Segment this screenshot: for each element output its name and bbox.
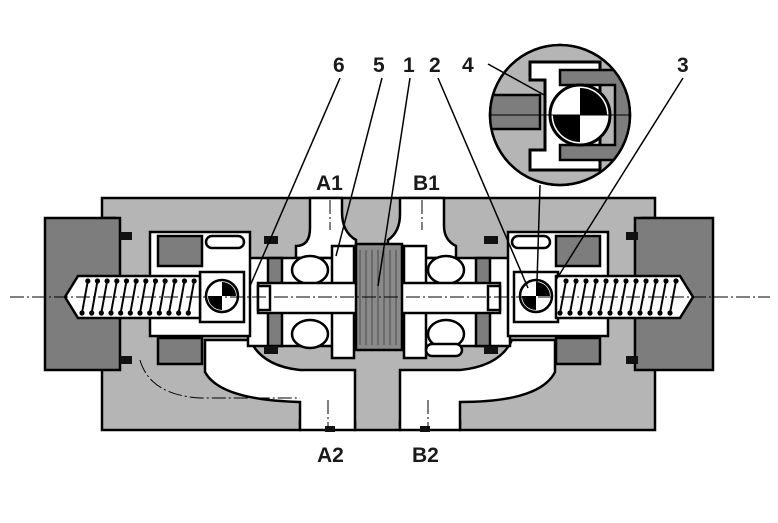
spring-coil-top: [143, 278, 149, 284]
groove-upper-left: [290, 254, 330, 286]
label-2: 2: [429, 54, 441, 77]
spring-coil-bottom: [667, 310, 673, 316]
spring-coil-top: [623, 278, 629, 284]
label-1: 1: [403, 54, 415, 77]
label-port-a2: A2: [317, 444, 344, 467]
spring-coil: [599, 280, 607, 314]
spring-coil-top: [94, 278, 101, 284]
spring-coil-top: [583, 278, 589, 284]
left-ball-shade: [222, 282, 236, 296]
spring-coil: [659, 280, 667, 314]
label-port-b1: B1: [413, 172, 440, 195]
spring-coil-bottom: [647, 310, 653, 316]
left-ball-shade2: [208, 296, 222, 310]
spring-coil-top: [191, 278, 197, 284]
label-5: 5: [373, 54, 385, 77]
label-port-b2: B2: [412, 444, 439, 467]
spring-coil-top: [152, 278, 159, 284]
label-6: 6: [333, 54, 345, 77]
spring-coil-bottom: [587, 310, 593, 316]
right-ball-shade2: [522, 296, 536, 310]
spring-coil-top: [573, 278, 579, 284]
spring-coil-bottom: [89, 310, 95, 316]
spring-coil-top: [593, 278, 599, 284]
leader-lines: [249, 63, 684, 289]
spring-coil: [158, 280, 167, 314]
spring-coil-top: [613, 278, 619, 284]
spring-coil-bottom: [617, 310, 623, 316]
spring-coil-bottom: [156, 310, 162, 316]
spring-coil-top: [172, 278, 178, 284]
right-seat-block-lower: [554, 336, 602, 366]
left-seat-block: [156, 234, 204, 268]
spring-coil-bottom: [137, 310, 143, 316]
spring-coil-top: [133, 278, 139, 284]
spring-coil-top: [114, 278, 120, 284]
spring-coil-top: [162, 278, 168, 284]
spring-coil-top: [663, 278, 669, 284]
spool-end-left: [256, 284, 272, 312]
spring-coil-top: [563, 278, 569, 284]
detail-inset: [488, 43, 632, 187]
port-b2-passage: [398, 338, 557, 432]
spring-coil-bottom: [607, 310, 613, 316]
label-3: 3: [677, 54, 689, 77]
groove-upper-right: [426, 254, 466, 286]
spring-coil-bottom: [98, 310, 104, 316]
left-seat-block-lower: [156, 336, 204, 366]
spring-coil-top: [181, 278, 188, 284]
spring-coil-bottom: [127, 310, 133, 316]
spring-coil-top: [653, 278, 659, 284]
spring-coil-bottom: [118, 310, 124, 316]
spring-coil-bottom: [577, 310, 583, 316]
spring-coil-bottom: [185, 310, 191, 316]
right-seat-block: [554, 234, 602, 268]
seals: [120, 232, 638, 432]
spring-coil-bottom: [657, 310, 663, 316]
spring-coil: [110, 280, 118, 314]
slot-right: [510, 234, 552, 250]
spring-coil-bottom: [567, 310, 573, 316]
spring-coil-bottom: [597, 310, 603, 316]
spring-coil-top: [85, 278, 91, 284]
slot-bottom-right: [424, 342, 464, 358]
spring-coil-top: [123, 278, 130, 284]
spring-coil-bottom: [79, 310, 85, 316]
spring-coil-bottom: [557, 310, 563, 316]
groove-lower-left: [290, 318, 330, 350]
pilot-line: [139, 359, 300, 399]
label-port-a1: A1: [316, 172, 343, 195]
slot-left: [204, 234, 246, 250]
spring-coil-bottom: [176, 310, 182, 316]
label-4: 4: [462, 54, 474, 77]
spring-coil-top: [673, 278, 679, 284]
spring-coil-top: [104, 278, 110, 284]
spring-coil-bottom: [166, 310, 172, 316]
right-ball-shade: [536, 282, 550, 296]
spring-coil-top: [643, 278, 649, 284]
spring-coil-bottom: [637, 310, 643, 316]
spring-coil-bottom: [147, 310, 153, 316]
spring-coil-top: [633, 278, 639, 284]
port-a2-passage: [203, 338, 357, 432]
spring-coil-bottom: [627, 310, 633, 316]
spring-coil-bottom: [108, 310, 114, 316]
spring-coil-top: [603, 278, 609, 284]
spool-end-right: [486, 284, 502, 312]
